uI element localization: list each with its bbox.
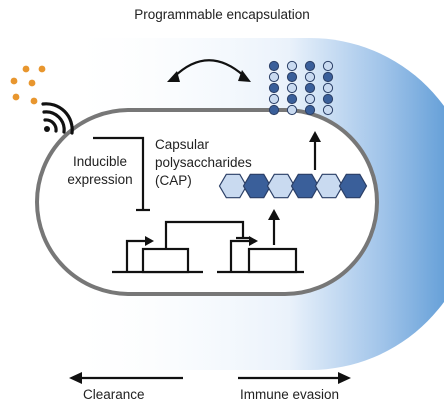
cap-unit-circle <box>268 71 280 83</box>
cap-unit-circle <box>304 60 316 72</box>
inducible-line-2: expression <box>67 172 133 187</box>
cap-unit-circle <box>286 82 298 94</box>
immune-evasion-label: Immune evasion <box>240 387 340 402</box>
curved-double-arrow-icon <box>167 59 251 82</box>
cap-hexagon <box>242 173 272 199</box>
inducer-molecules <box>10 65 46 105</box>
cap-unit-circle <box>268 60 280 72</box>
cap-hexagon <box>266 173 296 199</box>
cap-unit-circle <box>268 93 280 105</box>
cap-line-1: Capsular <box>155 137 210 152</box>
cap-unit-circle <box>268 104 280 116</box>
cap-unit-circle <box>304 104 316 116</box>
cap-hexagon-chain <box>218 173 368 199</box>
clearance-arrow <box>69 372 183 384</box>
cap-unit-circle <box>322 82 334 94</box>
cap-line-3: (CAP) <box>155 173 192 188</box>
cap-hexagon <box>218 173 248 199</box>
cap-hexagon <box>338 173 368 199</box>
cap-unit-circle <box>286 71 298 83</box>
cap-gene-circuit <box>217 236 304 274</box>
cap-unit-circle <box>322 71 334 83</box>
cap-unit-circle <box>268 82 280 94</box>
immune-evasion-arrow <box>238 372 351 384</box>
cap-unit-circle <box>286 104 298 116</box>
cap-unit-circle <box>286 60 298 72</box>
cap-label: Capsular polysaccharides (CAP) <box>155 136 275 190</box>
repressor-gene-circuit <box>112 220 250 274</box>
diagram-title: Programmable encapsulation <box>134 7 310 22</box>
cap-unit-circle <box>322 60 334 72</box>
inducible-repression <box>93 136 150 212</box>
cap-unit-circle <box>304 93 316 105</box>
cap-unit-circle <box>304 71 316 83</box>
cap-unit-circle <box>304 82 316 94</box>
export-arrow <box>309 131 321 170</box>
cap-hexagon <box>314 173 344 199</box>
cap-unit-circle <box>286 93 298 105</box>
synthesis-arrow <box>268 209 280 245</box>
inducible-expression-label: Inducible expression <box>58 153 142 189</box>
cap-export-grid <box>268 60 334 116</box>
clearance-label: Clearance <box>83 387 145 402</box>
wifi-signal-icon <box>41 102 74 135</box>
cap-unit-circle <box>322 93 334 105</box>
inducible-line-1: Inducible <box>72 154 128 169</box>
cap-unit-circle <box>322 104 334 116</box>
cap-line-2: polysaccharides <box>155 155 252 170</box>
cap-hexagon <box>290 173 320 199</box>
